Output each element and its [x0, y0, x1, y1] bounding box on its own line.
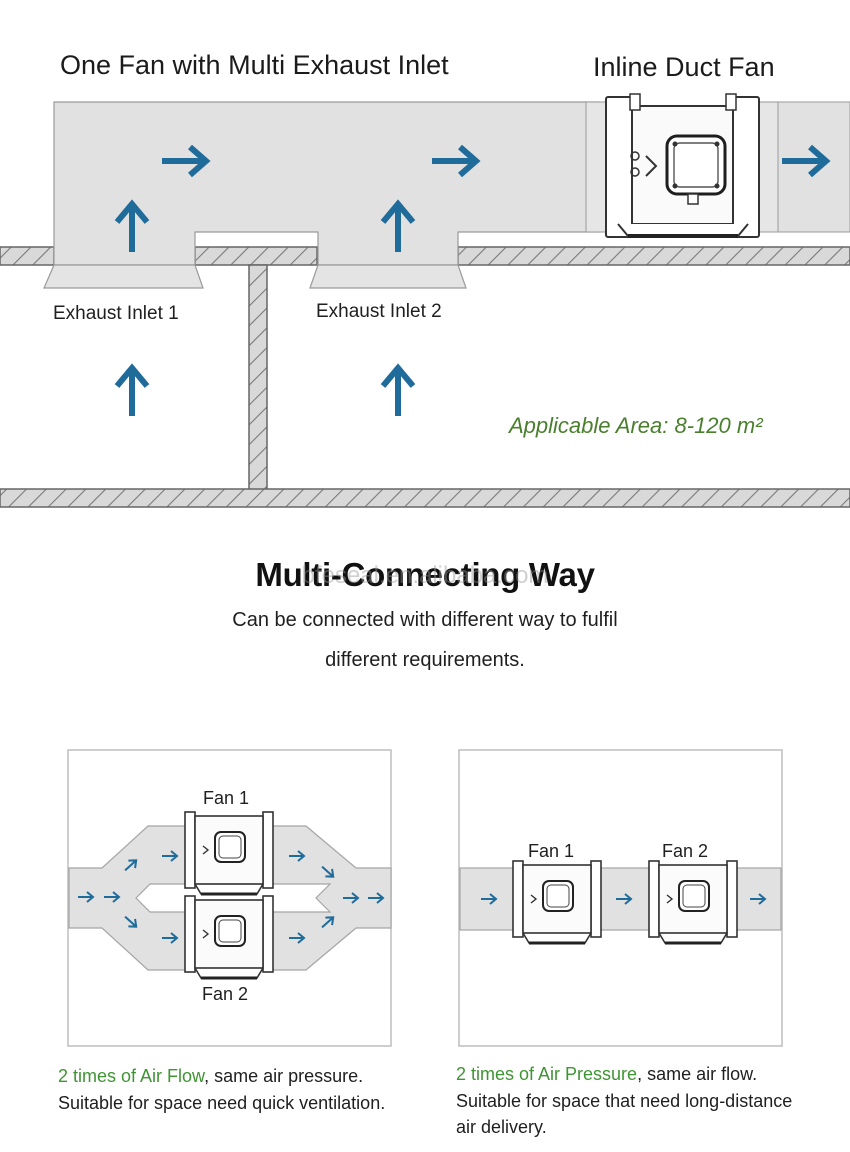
top-diagram-title: One Fan with Multi Exhaust Inlet — [60, 50, 449, 80]
series-caption-highlight: 2 times of Air Pressure — [456, 1064, 638, 1084]
inline-duct-fan-icon — [605, 93, 760, 238]
series-fan-1-label: Fan 1 — [528, 841, 575, 861]
fan-2-icon — [647, 859, 739, 945]
ceiling-right — [457, 246, 850, 266]
fan-2-icon — [183, 894, 275, 980]
main-duct — [53, 101, 850, 266]
parallel-caption-rest: , same air pressure. — [204, 1066, 364, 1086]
series-caption-line-1: 2 times of Air Pressure, same air flow. — [456, 1061, 792, 1088]
parallel-fan-1-label: Fan 1 — [203, 788, 250, 808]
arrow-up-icon — [117, 368, 147, 416]
fan-1-icon — [183, 810, 275, 896]
inlet-grille-2 — [309, 264, 467, 289]
exhaust-inlet-2-label: Exhaust Inlet 2 — [316, 301, 442, 322]
inlet-grille-1 — [43, 264, 204, 289]
series-connection-panel — [458, 749, 783, 1047]
watermark: bfeseal.en.alibaba.com — [301, 562, 549, 589]
floor — [0, 488, 850, 508]
exhaust-inlet-1-label: Exhaust Inlet 1 — [53, 303, 179, 324]
parallel-connection-panel — [67, 749, 392, 1047]
series-caption-line-3: air delivery. — [456, 1117, 547, 1137]
series-caption: 2 times of Air Pressure, same air flow. … — [456, 1061, 792, 1139]
parallel-caption-line-1: 2 times of Air Flow, same air pressure. — [58, 1063, 385, 1090]
section-subtitle-line-2: different requirements. — [325, 649, 525, 671]
parallel-fan-2-label: Fan 2 — [202, 984, 249, 1004]
arrow-up-icon — [383, 368, 413, 416]
series-caption-line-2: Suitable for space that need long-distan… — [456, 1091, 793, 1111]
parallel-caption: 2 times of Air Flow, same air pressure. … — [58, 1063, 385, 1117]
partition-wall — [248, 264, 268, 491]
parallel-caption-highlight: 2 times of Air Flow — [58, 1066, 205, 1086]
applicable-area-label: Applicable Area: 8-120 m² — [509, 413, 763, 438]
fan-1-icon — [511, 859, 603, 945]
ceiling-middle — [194, 246, 318, 266]
series-caption-rest: , same air flow. — [637, 1064, 758, 1084]
inline-duct-fan-label: Inline Duct Fan — [593, 52, 775, 82]
series-fan-2-label: Fan 2 — [662, 841, 709, 861]
section-subtitle-line-1: Can be connected with different way to f… — [232, 609, 618, 631]
parallel-caption-line-2: Suitable for space need quick ventilatio… — [58, 1093, 386, 1113]
ceiling-left — [0, 246, 55, 266]
section-heading: Multi-Connecting Way — [255, 556, 595, 593]
